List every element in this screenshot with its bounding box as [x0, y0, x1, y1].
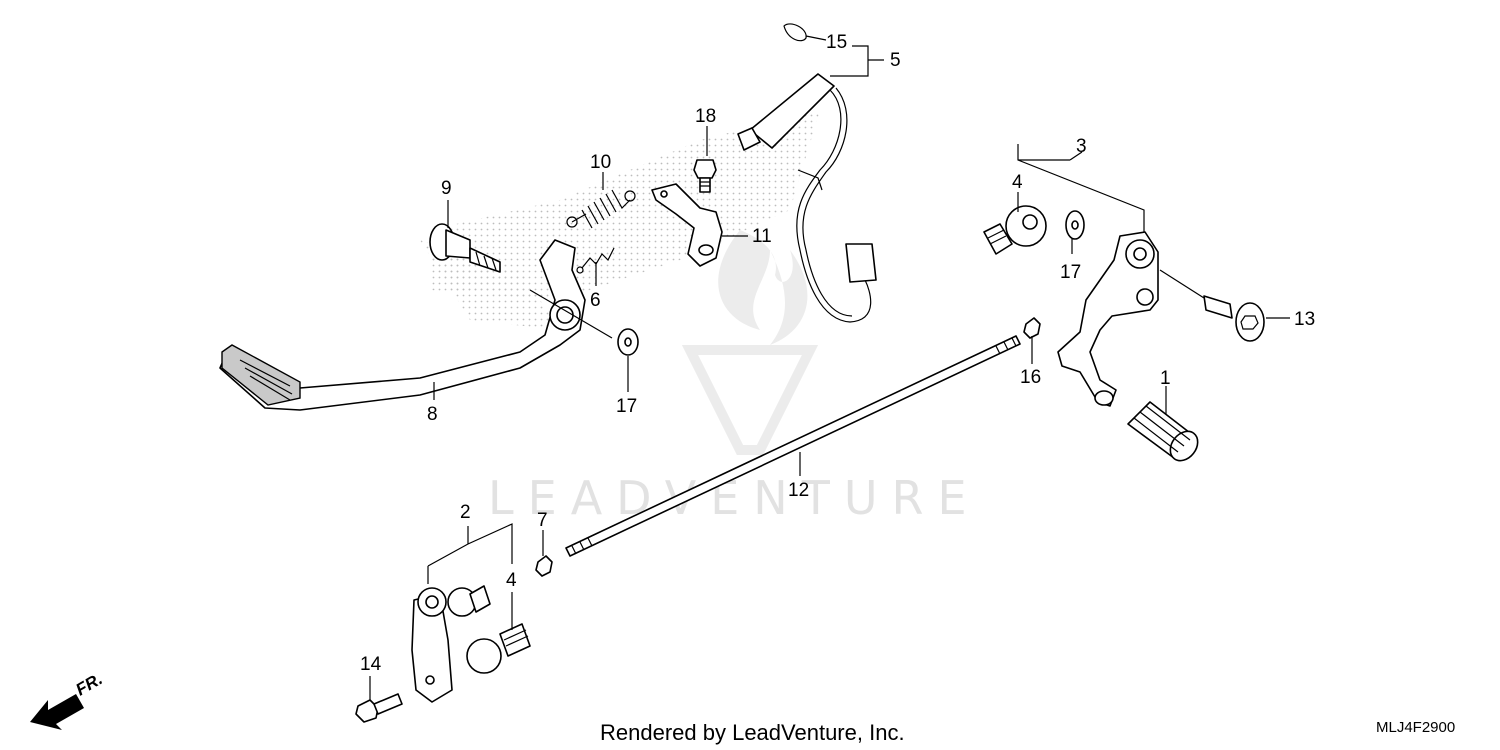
part-8-brake-pedal [219, 239, 586, 411]
part-2-lower-arm [411, 585, 491, 703]
callout-11: 11 [752, 226, 772, 247]
front-direction-indicator: FR. [30, 669, 106, 730]
part-4-rod-end-upper [983, 205, 1047, 255]
callout-15: 15 [826, 32, 847, 53]
callout-3: 3 [1076, 136, 1087, 157]
callout-1: 1 [1160, 368, 1171, 389]
front-label: FR. [73, 669, 106, 699]
part-12-shift-rod [565, 335, 1021, 557]
callout-10: 10 [590, 152, 611, 173]
part-16-nut [1023, 317, 1041, 339]
callout-5: 5 [890, 50, 901, 71]
part-13-pivot-bolt [1203, 295, 1265, 342]
part-18-bolt [693, 159, 717, 193]
part-1-shift-rubber [1127, 401, 1199, 462]
leader-lines [369, 35, 1290, 700]
part-9-pivot-bolt [429, 223, 501, 273]
part-6-small-spring [576, 247, 615, 274]
callout-8: 8 [427, 404, 438, 425]
callout-17-left: 17 [616, 396, 637, 417]
part-11-bracket [651, 183, 723, 267]
diagram-code: MLJ4F2900 [1376, 719, 1455, 736]
part-17-washer-a [617, 328, 639, 356]
callouts: 1 2 3 4 4 5 6 7 8 9 10 11 12 13 14 15 16… [360, 32, 1315, 675]
callout-13: 13 [1294, 309, 1315, 330]
watermark-flame-logo [718, 230, 808, 345]
part-10-return-spring [566, 189, 636, 229]
footer-credit: Rendered by LeadVenture, Inc. [600, 720, 905, 745]
callout-7: 7 [537, 510, 548, 531]
callout-16: 16 [1020, 367, 1041, 388]
part-15-clip [783, 23, 807, 42]
part-5-brake-light-switch [737, 73, 877, 323]
part-14-bolt [355, 693, 403, 723]
callout-9: 9 [441, 178, 452, 199]
part-7-nut [535, 555, 553, 577]
part-17-washer-b [1065, 210, 1085, 240]
callout-18: 18 [695, 106, 716, 127]
callout-6: 6 [590, 290, 601, 311]
callout-4-upper: 4 [1012, 172, 1023, 193]
part-4-rod-end-lower [466, 623, 531, 674]
front-arrow-icon [30, 694, 84, 730]
callout-2: 2 [460, 502, 471, 523]
callout-4-lower: 4 [506, 570, 517, 591]
watermark-shield [681, 345, 819, 455]
stipple-shading [420, 110, 820, 330]
callout-14: 14 [360, 654, 382, 675]
callout-17-right: 17 [1060, 262, 1081, 283]
part-3-shift-arm [1057, 231, 1159, 407]
callout-12: 12 [788, 480, 809, 501]
